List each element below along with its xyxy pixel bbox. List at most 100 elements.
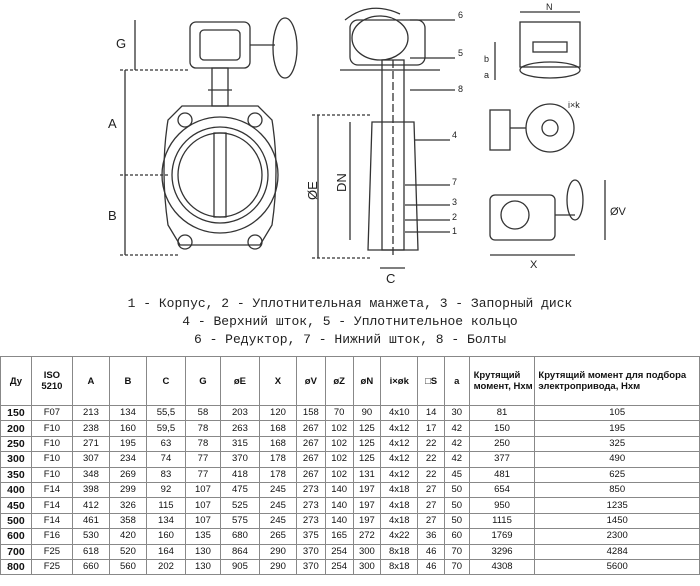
header-cell: øE [219, 356, 260, 406]
dim-ixk: i×k [568, 100, 580, 110]
table-cell: 115 [145, 497, 186, 514]
table-cell: 350 [0, 466, 32, 483]
table-cell: F25 [30, 558, 73, 576]
callout-7: 7 [452, 177, 457, 187]
table-cell: 50 [443, 512, 470, 530]
table-cell: 77 [184, 451, 221, 468]
table-cell: 102 [324, 451, 354, 468]
table-cell: 250 [0, 435, 32, 453]
table-cell: 370 [295, 558, 326, 576]
table-cell: 269 [108, 466, 147, 483]
table-cell: 800 [0, 558, 32, 576]
table-cell: 272 [352, 528, 382, 545]
table-cell: 77 [184, 466, 221, 483]
header-cell: B [108, 356, 147, 406]
callout-5: 5 [458, 48, 463, 58]
table-cell: 1450 [534, 512, 700, 530]
table-cell: 150 [468, 420, 536, 437]
table-cell: 520 [108, 543, 147, 560]
table-cell: F10 [30, 451, 73, 468]
table-cell: 27 [417, 497, 445, 514]
table-cell: 22 [417, 466, 445, 483]
table-cell: 420 [108, 528, 147, 545]
dim-b-small: b [484, 54, 489, 64]
dim-dn: DN [334, 173, 349, 192]
table-cell: 107 [184, 512, 221, 530]
table-cell: 5600 [534, 558, 700, 576]
table-cell: F14 [30, 481, 73, 499]
table-cell: 17 [417, 420, 445, 437]
callout-4: 4 [452, 130, 457, 140]
table-cell: 418 [219, 466, 260, 483]
dim-a: A [108, 116, 117, 131]
flange-detail [519, 21, 581, 68]
table-cell: 55,5 [145, 404, 186, 422]
table-cell: 50 [443, 481, 470, 499]
table-cell: 83 [145, 466, 186, 483]
table-cell: 60 [443, 528, 470, 545]
table-cell: 102 [324, 466, 354, 483]
table-cell: 158 [295, 404, 326, 422]
table-cell: 4x12 [380, 466, 419, 483]
table-cell: 864 [219, 543, 260, 560]
table-cell: 102 [324, 420, 354, 437]
table-cell: 300 [352, 558, 382, 576]
table-cell: 4284 [534, 543, 700, 560]
gear-side [489, 109, 511, 151]
table-header-row: Ду ISO 5210 A B C G øE X øV øZ øN i×øk □… [0, 356, 700, 406]
table-cell: 525 [219, 497, 260, 514]
table-cell: 195 [108, 435, 147, 453]
table-cell: 213 [71, 404, 110, 422]
table-cell: 400 [0, 481, 32, 499]
table-cell: 81 [468, 404, 536, 422]
header-cell: □S [417, 356, 445, 406]
table-cell: 70 [443, 543, 470, 560]
table-cell: F10 [30, 466, 73, 483]
table-cell: 348 [71, 466, 110, 483]
table-cell: 120 [258, 404, 297, 422]
table-cell: 50 [443, 497, 470, 514]
header-cell: ISO 5210 [30, 356, 73, 406]
table-cell: 102 [324, 435, 354, 453]
table-cell: 2300 [534, 528, 700, 545]
table-cell: F10 [30, 435, 73, 453]
table-cell: 197 [352, 497, 382, 514]
valve-technical-drawing: G A B ØE DN C N b a i×k ØV X 6 5 8 4 7 3… [108, 2, 627, 286]
table-cell: 36 [417, 528, 445, 545]
caption-line-2: 4 - Верхний шток, 5 - Уплотнительное кол… [182, 314, 518, 329]
table-cell: 950 [468, 497, 536, 514]
table-cell: F14 [30, 512, 73, 530]
dim-x: X [530, 259, 538, 271]
gearbox-section [349, 19, 426, 66]
table-cell: 200 [0, 420, 32, 437]
table-cell: 107 [184, 481, 221, 499]
caption-line-3: 6 - Редуктор, 7 - Нижний шток, 8 - Болты [193, 332, 507, 347]
table-cell: 370 [219, 451, 260, 468]
table-cell: 4x12 [380, 435, 419, 453]
table-cell: 42 [443, 420, 470, 437]
table-cell: 105 [534, 404, 700, 422]
table-cell: 130 [184, 543, 221, 560]
table-cell: 290 [258, 558, 297, 576]
table-cell: 530 [71, 528, 110, 545]
dim-c: C [386, 271, 395, 286]
table-cell: 326 [108, 497, 147, 514]
table-cell: 30 [443, 404, 470, 422]
table-cell: 160 [108, 420, 147, 437]
table-cell: 150 [0, 404, 32, 422]
table-cell: 134 [108, 404, 147, 422]
table-cell: 178 [258, 451, 297, 468]
table-cell: 290 [258, 543, 297, 560]
table-cell: 500 [0, 512, 32, 530]
table-cell: 4x10 [380, 404, 419, 422]
table-cell: 370 [295, 543, 326, 560]
header-cell: øZ [324, 356, 354, 406]
table-cell: 680 [219, 528, 260, 545]
gearbox-front [189, 21, 251, 69]
table-cell: 45 [443, 466, 470, 483]
table-cell: 273 [295, 497, 326, 514]
table-cell: 1115 [468, 512, 536, 530]
